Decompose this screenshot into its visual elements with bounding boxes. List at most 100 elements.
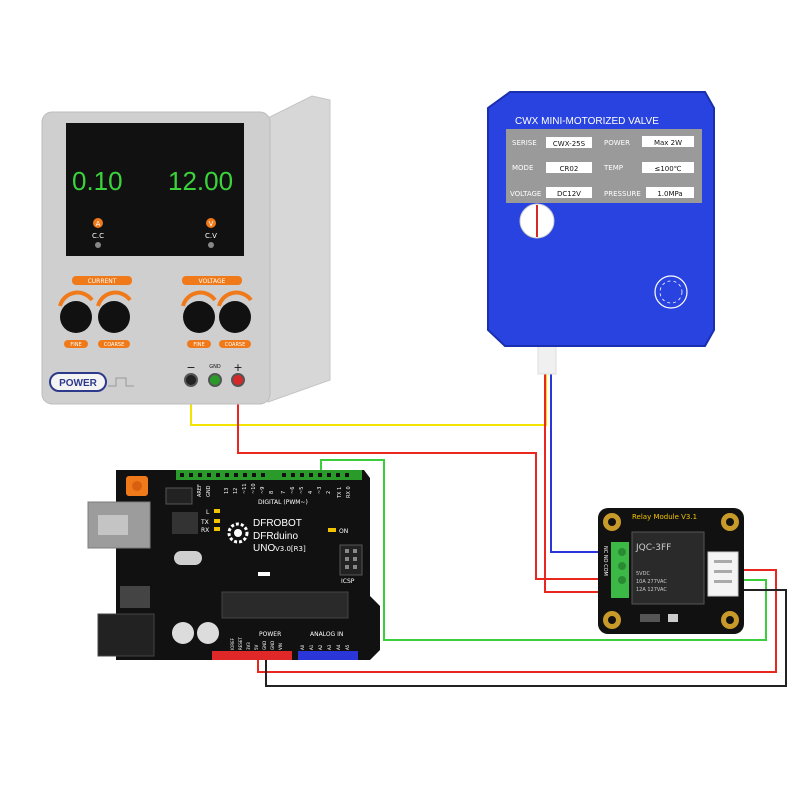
white-led-icon xyxy=(258,572,270,576)
analog-header xyxy=(298,651,358,660)
pin-4-label: 4 xyxy=(308,491,314,494)
spec-key-pressure: PRESSURE xyxy=(604,190,641,198)
cc-indicator-icon xyxy=(95,242,101,248)
spec-key-temp: TEMP xyxy=(603,164,623,172)
psu-display xyxy=(66,123,244,256)
blue-wire xyxy=(550,370,602,553)
pin-vin-label: VIN xyxy=(278,643,283,650)
model-uno: UNO xyxy=(253,543,275,554)
relay-spec-1: 5VDC xyxy=(636,571,650,577)
analog-in-label: ANALOG IN xyxy=(310,631,343,638)
voltage-coarse-knob[interactable] xyxy=(217,290,253,333)
power-header xyxy=(212,651,292,660)
digital-pin-holes xyxy=(180,473,349,477)
spec-key-voltage: VOLTAGE xyxy=(510,190,541,198)
current-display: 0.10 xyxy=(72,166,123,196)
arduino-board: AREF GND 13 12 ~11 ~10 ~9 8 7 ~6 ~5 4 ~3… xyxy=(87,470,380,660)
voltage-unit-label: V xyxy=(209,220,214,228)
spec-value-series: CWX-25S xyxy=(553,140,586,148)
pin-9-label: ~9 xyxy=(260,487,266,494)
voltage-fine-knob[interactable] xyxy=(181,290,217,333)
pin-a3-label: A3 xyxy=(327,644,332,650)
gnd-terminal[interactable] xyxy=(208,373,222,387)
crystal-icon xyxy=(174,551,202,565)
red-wire-5v xyxy=(257,569,777,673)
voltage-fine-label: FINE xyxy=(193,342,204,348)
pin-ioref-label: IOREF xyxy=(230,637,235,650)
rx-led-label: RX xyxy=(201,527,209,534)
current-fine-knob[interactable] xyxy=(58,290,94,333)
spec-key-mode: MODE xyxy=(512,164,533,172)
spec-key-series: SERISE xyxy=(512,139,537,147)
brand-dfrduino: DFRduino xyxy=(253,531,298,542)
pin-5v-label: 5V xyxy=(254,644,259,650)
relay-spec-2: 10A 277VAC xyxy=(636,579,667,585)
voltage-coarse-label: COARSE xyxy=(225,342,246,348)
red-wire-valve xyxy=(544,370,602,593)
on-label: ON xyxy=(339,528,348,535)
relay-module: Relay Module V3.1 JQC-3FF 5VDC 10A 277VA… xyxy=(598,508,744,634)
current-unit-icon xyxy=(93,218,103,228)
current-coarse-label: COARSE xyxy=(104,342,125,348)
pin-gnd1-label: GND xyxy=(262,641,267,650)
pin-gnd2-label: GND xyxy=(270,641,275,650)
aref-label: AREF xyxy=(197,484,203,497)
red-wire-psu xyxy=(237,382,602,580)
black-wire-gnd xyxy=(265,589,787,687)
pin-3v3-label: 3V3 xyxy=(246,642,251,650)
pin-a1-label: A1 xyxy=(309,644,314,650)
pin-a4-label: A4 xyxy=(336,644,341,650)
power-button-label: POWER xyxy=(59,378,98,389)
pin-13-label: 13 xyxy=(224,488,230,494)
relay-spec-3: 12A 127VAC xyxy=(636,587,667,593)
voltage-unit-icon xyxy=(206,218,216,228)
valve-position-indicator-icon xyxy=(519,203,555,239)
voltage-group-label: VOLTAGE xyxy=(199,278,226,285)
digital-header xyxy=(176,470,362,480)
cv-label: C.V xyxy=(205,232,217,240)
digital-pwm-label: DIGITAL (PWM~) xyxy=(258,499,308,506)
l-led-label: L xyxy=(206,509,210,516)
wires xyxy=(190,370,787,687)
relay-led-icon xyxy=(640,614,660,622)
pin-a5-label: A5 xyxy=(345,644,350,650)
relay-component xyxy=(631,531,705,605)
negative-terminal[interactable] xyxy=(184,373,198,387)
icsp-label: ICSP xyxy=(341,578,355,585)
pin-5-label: ~5 xyxy=(299,487,305,494)
relay-title: Relay Module V3.1 xyxy=(632,513,697,521)
minus-label: − xyxy=(186,361,195,374)
spec-value-mode: CR02 xyxy=(560,165,579,173)
rx0-label: RX 0 xyxy=(346,486,352,498)
manual-override-knob-icon xyxy=(654,275,688,309)
motorized-valve: CWX MINI-MOTORIZED VALVE SERISE CWX-25S … xyxy=(487,91,715,375)
usb-chip-icon xyxy=(172,512,198,534)
power-header-label: POWER xyxy=(259,631,281,638)
dc-jack-icon xyxy=(97,613,155,657)
spec-value-pressure: 1.0MPa xyxy=(657,190,682,198)
current-fine-label: FINE xyxy=(70,342,81,348)
current-coarse-knob[interactable] xyxy=(96,290,132,333)
power-supply: 0.10 12.00 A C.C V C.V CURRENT VOLTAGE xyxy=(41,95,331,405)
spec-key-power: POWER xyxy=(604,139,630,147)
relay-part: JQC-3FF xyxy=(635,543,671,553)
power-switch-icon xyxy=(108,377,134,387)
voltage-display: 12.00 xyxy=(168,166,233,196)
model-version: V3.0[R3] xyxy=(275,545,306,553)
positive-terminal[interactable] xyxy=(231,373,245,387)
gnd-label: GND xyxy=(209,364,221,370)
regulator-icon xyxy=(120,586,150,608)
current-group-label: CURRENT xyxy=(88,278,117,285)
valve-title: CWX MINI-MOTORIZED VALVE xyxy=(515,116,659,127)
power-button[interactable]: POWER xyxy=(49,372,107,392)
pin-7-label: 7 xyxy=(281,491,287,494)
spec-value-power: Max 2W xyxy=(654,139,682,147)
cv-indicator-icon xyxy=(208,242,214,248)
dfrobot-logo-icon xyxy=(227,522,249,544)
on-led-icon xyxy=(328,528,336,532)
green-wire-signal xyxy=(320,459,767,641)
brand-dfrobot: DFROBOT xyxy=(253,518,302,529)
plus-label: + xyxy=(233,361,242,374)
pin-a2-label: A2 xyxy=(318,644,323,650)
